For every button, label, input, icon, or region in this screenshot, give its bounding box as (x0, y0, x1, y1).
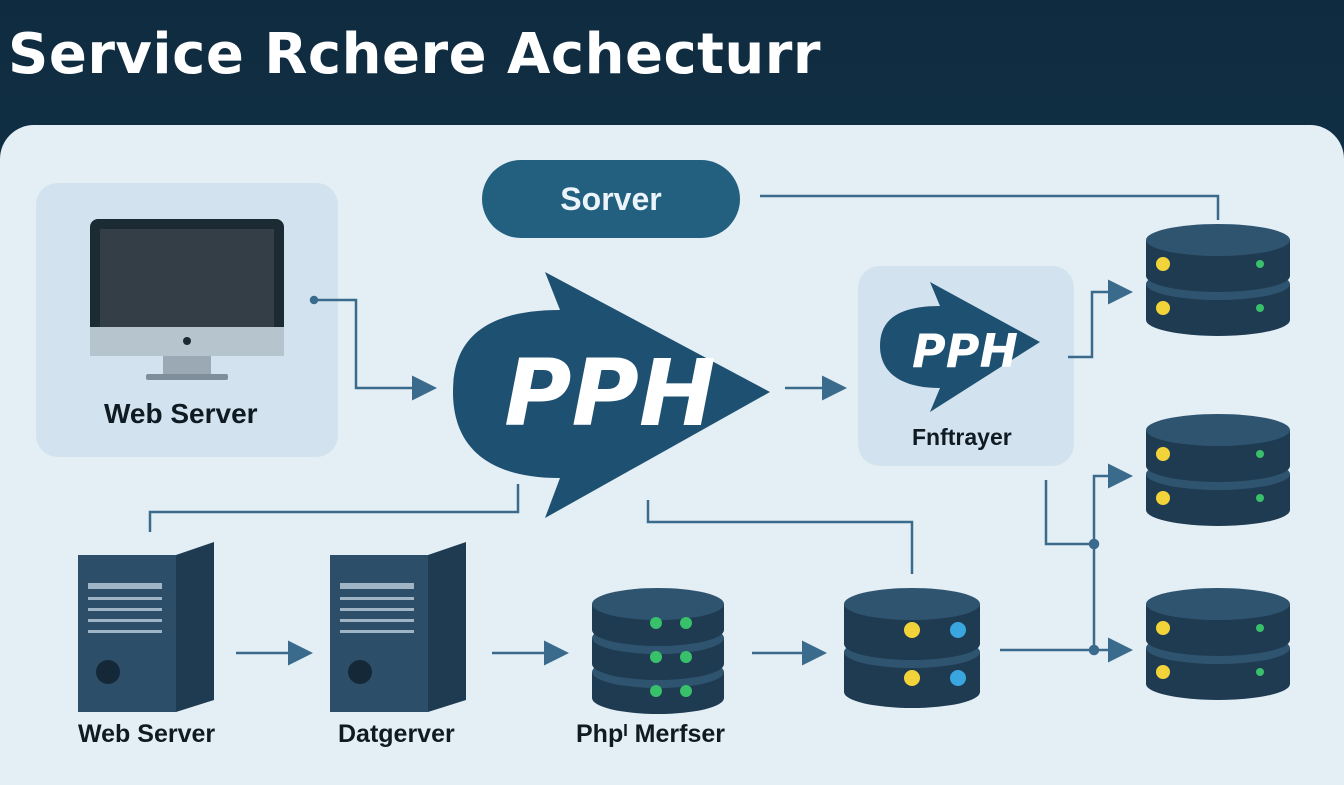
database-icon (1146, 414, 1290, 526)
datgerver-label: Datgerver (338, 720, 455, 748)
architecture-diagram: PPH PPH (36, 183, 1290, 714)
tower-server-icon (78, 542, 214, 712)
pph-secondary-node: PPH (880, 282, 1040, 412)
database-icon (1146, 588, 1290, 700)
pph-secondary-label: PPH (912, 324, 1018, 378)
database-icon (1146, 224, 1290, 336)
database-icon (844, 588, 980, 708)
server-pill[interactable]: Sorver (482, 160, 740, 238)
tower-server-icon (330, 542, 466, 712)
connectors (148, 194, 1220, 666)
page-title: Service Rchere Achecturr (8, 22, 822, 87)
database-icon (592, 588, 724, 714)
php-merfser-label: Phpᴵ Merfser (576, 720, 725, 748)
monitor-icon (90, 219, 284, 380)
secondary-caption: Fnftrayer (912, 424, 1012, 450)
web-server-bottom-label: Web Server (78, 720, 216, 748)
web-server-top-label: Web Server (104, 398, 258, 429)
pph-main-node[interactable]: PPH (453, 272, 770, 518)
pph-main-label: PPH (504, 340, 716, 447)
